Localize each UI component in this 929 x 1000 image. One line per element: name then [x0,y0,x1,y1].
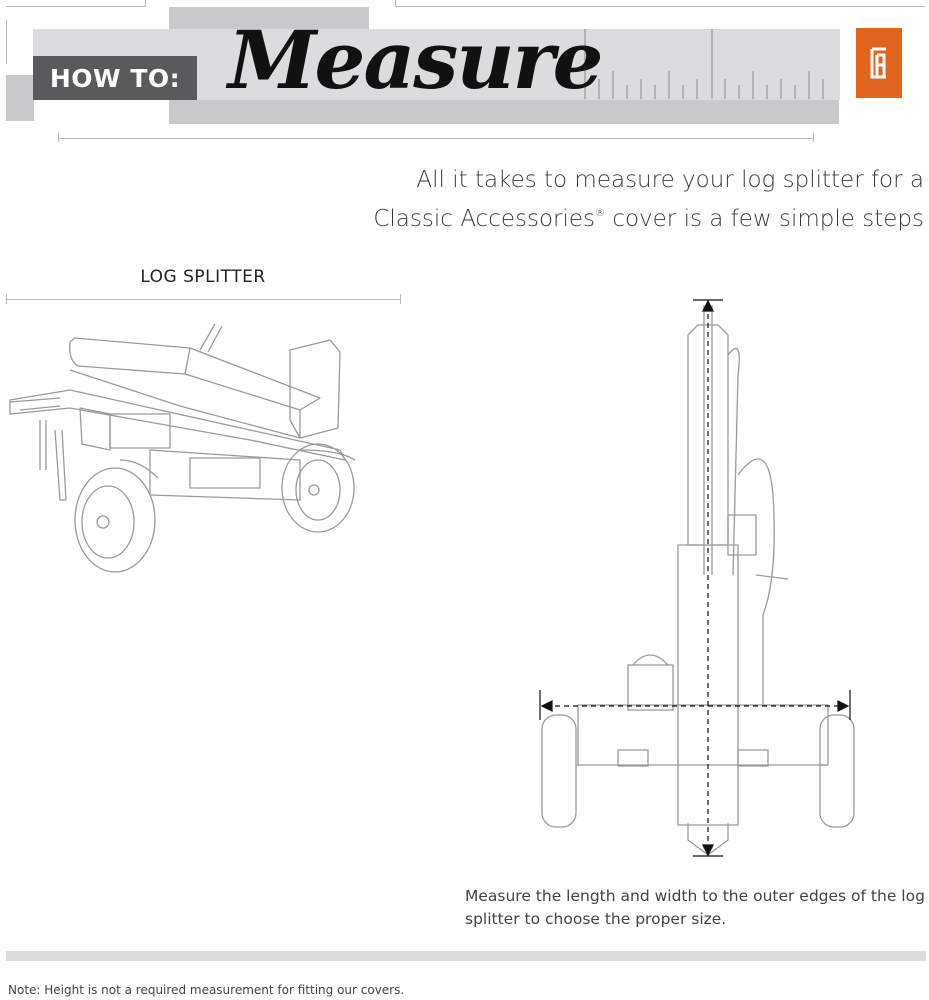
banner-underline [58,138,814,139]
banner-underline-tick-right [813,133,814,142]
intro-text: All it takes to measure your log splitte… [304,163,924,236]
banner-underline-tick-left [58,133,59,142]
top-rule-right-tick [395,0,396,7]
page-title: Measure [228,13,604,107]
top-rule-left [6,6,146,7]
brand-name: Classic Accessories [373,206,596,232]
registered-mark: ® [595,208,606,219]
classic-accessories-logo-icon [856,28,902,98]
banner-block-left [6,75,34,121]
product-label-rule [6,299,401,300]
top-rule-right [395,6,925,7]
footer-note: Note: Height is not a required measureme… [8,983,405,997]
top-rule-left-tick [145,0,146,7]
banner-block-top [169,7,369,29]
intro-line-2: Classic Accessories® cover is a few simp… [304,197,924,236]
howto-label: HOW TO: [33,56,197,100]
product-label-rule-tick-right [400,294,401,304]
instructions-text: Measure the length and width to the oute… [465,887,925,928]
ruler-ticks [584,29,824,99]
intro-line-2-rest: cover is a few simple steps [605,206,924,232]
footer-bar [6,951,926,961]
log-splitter-side-illustration [9,323,356,573]
product-label-rule-tick-left [6,294,7,304]
left-vertical-rule [6,20,7,64]
product-label: LOG SPLITTER [140,267,266,287]
log-splitter-front-illustration [539,299,855,857]
intro-line-1: All it takes to measure your log splitte… [416,167,924,193]
banner-block-bottom [169,100,839,124]
